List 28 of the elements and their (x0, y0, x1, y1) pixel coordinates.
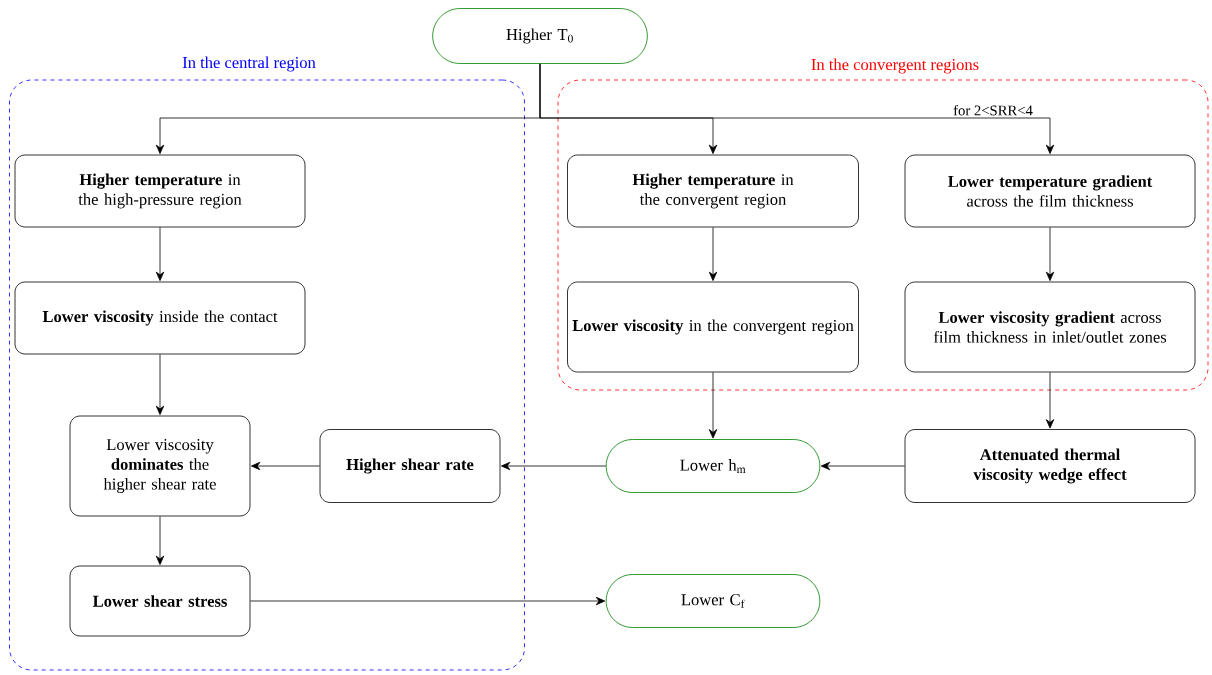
node-label: In the central region (182, 56, 316, 72)
terminal-box: Lower C$_{f}$ (605, 574, 821, 628)
arrow (1045, 372, 1055, 429)
arrow (155, 354, 165, 415)
process-box: Lower viscosity in the convergent region (567, 281, 859, 373)
arrow (708, 227, 718, 281)
arrow (539, 63, 1055, 154)
process-box: Lower viscosity gradient across film thickness in inlet/outlet zones (904, 281, 1196, 373)
process-box: Lower temperature gradient across the film thickness (904, 154, 1196, 228)
process-box: Lower shear stress (69, 565, 251, 637)
arrow (708, 372, 718, 439)
arrow (155, 227, 165, 281)
arrow (250, 596, 606, 606)
process-box: Higher shear rate (319, 429, 501, 503)
process-box: Attenuated thermal viscosity wedge effect (904, 429, 1196, 503)
process-box: Higher temperature in the convergent region (567, 154, 859, 228)
arrow (155, 516, 165, 565)
process-box: Lower viscosity inside the contact (14, 281, 306, 355)
edge-label: for 2<SRR<4 (951, 103, 1035, 117)
terminal-box: Higher T$_{0}$ (432, 8, 648, 64)
process-box: Higher temperature in the high-pressure region (14, 154, 306, 228)
arrow (820, 461, 905, 471)
arrow (251, 461, 320, 471)
process-box: Lower viscosity dominates the higher shear rate (69, 415, 251, 517)
terminal-box: Lower h$_{m}$ (605, 439, 821, 493)
arrow (501, 461, 607, 471)
arrow (1045, 227, 1055, 281)
node-label: In the convergent regions (811, 58, 979, 74)
